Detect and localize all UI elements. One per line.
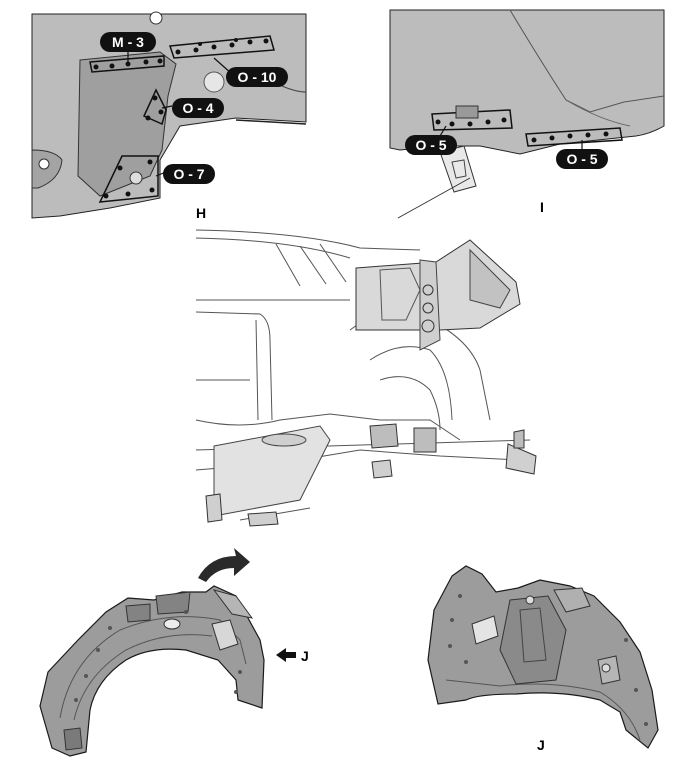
callout-o5-right: O - 5 [556, 149, 608, 169]
callout-o4: O - 4 [172, 98, 224, 118]
svg-text:M - 3: M - 3 [112, 34, 144, 50]
callout-o5-left: O - 5 [405, 135, 457, 155]
body-structure-sketch [195, 229, 535, 521]
inner-panels [205, 239, 537, 527]
view-label-j-arrow: J [301, 648, 309, 664]
callout-o7: O - 7 [163, 164, 215, 184]
svg-text:O - 10: O - 10 [238, 69, 277, 85]
view-label-i: I [540, 199, 544, 215]
callout-o10: O - 10 [226, 67, 288, 87]
rotate-arrow-icon [198, 548, 250, 582]
detail-h [31, 11, 307, 219]
wheel-liner-left [39, 585, 265, 757]
svg-text:O - 5: O - 5 [415, 137, 446, 153]
view-label-j-bottom: J [537, 737, 545, 753]
view-label-h: H [196, 205, 206, 221]
view-arrow-j-icon [276, 648, 296, 662]
svg-text:O - 7: O - 7 [173, 166, 204, 182]
callout-m3: M - 3 [100, 32, 156, 52]
detail-i [389, 9, 665, 219]
svg-text:O - 5: O - 5 [566, 151, 597, 167]
wheel-liner-right [427, 565, 659, 749]
svg-text:O - 4: O - 4 [182, 100, 213, 116]
